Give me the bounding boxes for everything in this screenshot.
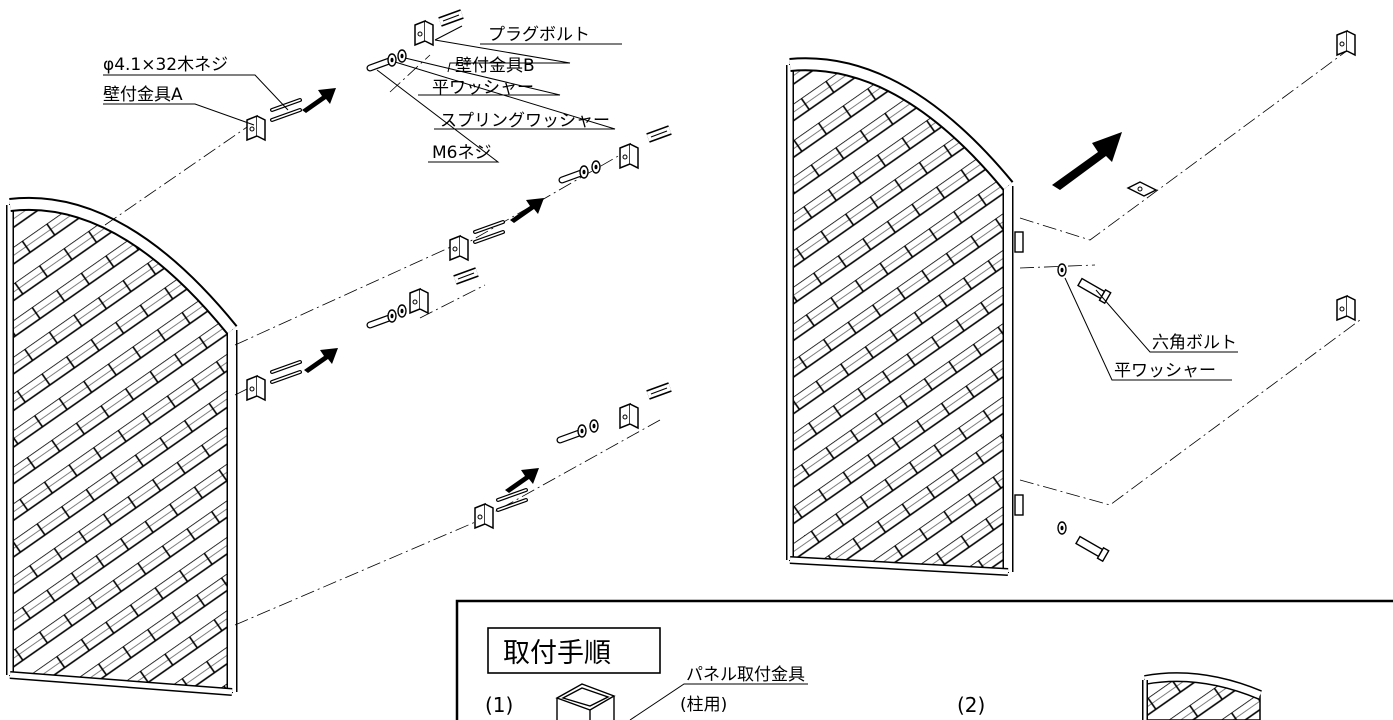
procedure-title: 取付手順 <box>503 638 611 669</box>
right-alignment-lines <box>1019 49 1361 506</box>
label-spring-washer: スプリングワッシャー <box>440 111 610 131</box>
label-for-post: (柱用) <box>680 695 727 715</box>
label-flat-washer-right: 平ワッシャー <box>1114 361 1216 381</box>
label-wall-bracket-a: 壁付金具A <box>103 85 183 105</box>
label-wood-screw: φ4.1×32木ネジ <box>103 55 228 75</box>
step-2-panel-preview <box>1142 672 1262 720</box>
step-2-label: (2) <box>957 693 985 717</box>
label-hex-bolt: 六角ボルト <box>1152 333 1237 353</box>
post-icon <box>555 683 616 720</box>
label-wall-bracket-b: 壁付金具B <box>455 56 535 76</box>
left-labels: プラグボルト φ4.1×32木ネジ 壁付金具B 壁付金具A 平ワッシャー スプリ… <box>103 25 610 163</box>
right-hardware <box>1014 30 1356 563</box>
left-alignment-lines <box>104 54 661 626</box>
procedure-title-frame <box>487 627 661 674</box>
step-1-label: (1) <box>485 693 513 717</box>
label-m6-screw: M6ネジ <box>432 143 491 163</box>
right-labels: 六角ボルト 平ワッシャー <box>1114 333 1237 381</box>
right-leader-lines <box>1064 277 1238 381</box>
procedure-box: 取付手順 (1) (2) パネル取付金具 (柱用) <box>455 599 1393 720</box>
label-panel-bracket: パネル取付金具 <box>686 665 805 685</box>
label-plug-bolt: プラグボルト <box>488 25 590 45</box>
left-leader-lines <box>103 25 622 163</box>
right-fence-panel <box>786 57 1014 576</box>
left-fence-panel <box>6 196 238 696</box>
label-flat-washer-left: 平ワッシャー <box>432 78 534 98</box>
